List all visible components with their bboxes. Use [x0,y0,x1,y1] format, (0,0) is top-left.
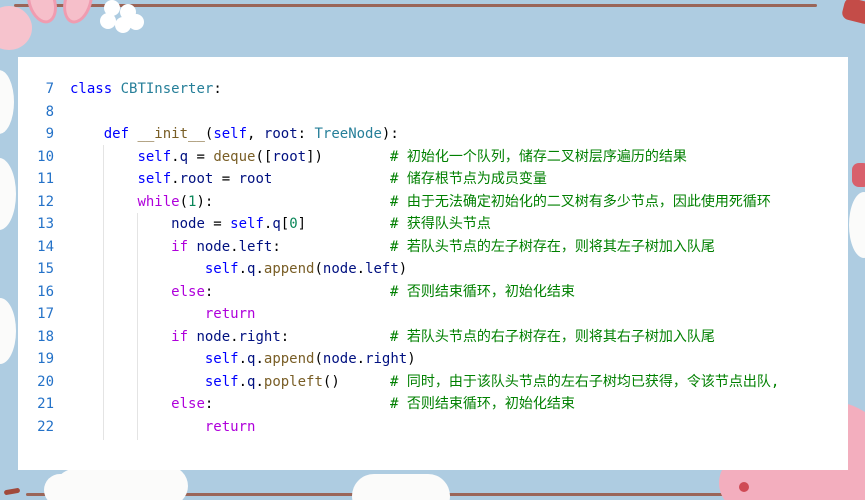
code-text: self.q.append(node.right) [204,351,416,367]
code-comment: # 否则结束循环，初始化结束 [390,283,575,300]
code-line: 7 class CBTInserter: [18,78,848,101]
code-comment: # 否则结束循环，初始化结束 [390,396,575,412]
code-comment: # 同时，由于该队头节点的左右子树均已获得，令该节点出队, [390,373,780,390]
code-text: self.q.append(node.left) [204,261,408,277]
code-lines: 7 class CBTInserter: 8 9 def __init__(self,… [18,78,848,438]
code-comment: # 获得队头节点 [390,216,491,232]
code-text: else:# 否则结束循环，初始化结束 [171,283,575,300]
code-text: return [204,418,256,435]
line-number: 21 [37,396,54,412]
line-number: 20 [37,373,54,390]
cloud-decoration [52,468,168,500]
code-line: 12 while(1):# 由于无法确定初始化的二叉树有多少节点，因此使用死循环 [18,191,848,214]
line-number: 11 [37,171,54,187]
line-number: 15 [37,261,54,277]
bunny-decoration [0,6,32,50]
dot-decoration [852,163,865,187]
code-text: while(1):# 由于无法确定初始化的二叉树有多少节点，因此使用死循环 [137,193,771,210]
code-comment: # 由于无法确定初始化的二叉树有多少节点，因此使用死循环 [390,193,771,210]
code-text: return [204,306,256,322]
line-number: 10 [37,148,54,165]
code-line: 20 self.q.popleft()# 同时，由于该队头节点的左右子树均已获得… [18,371,848,394]
code-line: 14 if node.left:# 若队头节点的左子树存在，则将其左子树加入队尾 [18,236,848,259]
code-comment: # 储存根节点为成员变量 [390,171,547,187]
line-number: 13 [37,216,54,232]
code-line: 13 node = self.q[0]# 获得队头节点 [18,213,848,236]
code-text: self.q.popleft()# 同时，由于该队头节点的左右子树均已获得，令该… [204,373,780,390]
code-text: if node.right:# 若队头节点的右子树存在，则将其右子树加入队尾 [171,328,715,345]
line-number: 19 [37,351,54,367]
cloud-decoration [352,474,450,500]
code-text: node = self.q[0]# 获得队头节点 [171,216,491,232]
code-text [54,101,390,124]
code-line: 15 self.q.append(node.left) [18,258,848,281]
code-text: class CBTInserter: [70,81,222,97]
code-panel: 7 class CBTInserter: 8 9 def __init__(self,… [18,57,848,470]
code-text: self.q = deque([root])# 初始化一个队列，储存二叉树层序遍… [137,148,687,165]
indent-guide [137,213,138,440]
code-line: 11 self.root = root# 储存根节点为成员变量 [18,168,848,191]
cloud-decoration [0,158,16,230]
line-number: 17 [37,306,54,322]
cloud-decoration [849,192,865,258]
indent-guide [103,145,104,440]
border-stitch-top [14,4,817,7]
corner-decoration [840,0,865,26]
line-number: 16 [37,283,54,300]
code-comment: # 初始化一个队列，储存二叉树层序遍历的结果 [390,148,687,165]
code-comment: # 若队头节点的左子树存在，则将其左子树加入队尾 [390,238,715,255]
code-line: 16 else:# 否则结束循环，初始化结束 [18,281,848,304]
code-text: else:# 否则结束循环，初始化结束 [171,396,575,412]
code-text: self.root = root# 储存根节点为成员变量 [137,171,547,187]
line-number: 14 [37,238,54,255]
code-line: 10 self.q = deque([root])# 初始化一个队列，储存二叉树… [18,146,848,169]
line-number: 12 [37,193,54,210]
line-number: 22 [37,418,54,435]
code-line: 8 [18,101,848,124]
code-line: 17 return [18,303,848,326]
code-text: if node.left:# 若队头节点的左子树存在，则将其左子树加入队尾 [171,238,715,255]
code-line: 22 return [18,416,848,439]
flower-decoration [104,0,120,16]
code-text: def __init__(self, root: TreeNode): [103,126,399,142]
line-number: 8 [45,103,54,120]
corner-decoration [3,487,21,496]
code-comment: # 若队头节点的右子树存在，则将其右子树加入队尾 [390,328,715,345]
code-line: 18 if node.right:# 若队头节点的右子树存在，则将其右子树加入队… [18,326,848,349]
dot-decoration [739,482,749,492]
code-line: 21 else:# 否则结束循环，初始化结束 [18,393,848,416]
line-number: 9 [45,126,54,142]
cloud-decoration [0,298,16,364]
line-number: 7 [45,81,54,97]
line-number: 18 [37,328,54,345]
code-line: 19 self.q.append(node.right) [18,348,848,371]
cloud-decoration [0,70,14,134]
code-line: 9 def __init__(self, root: TreeNode): [18,123,848,146]
